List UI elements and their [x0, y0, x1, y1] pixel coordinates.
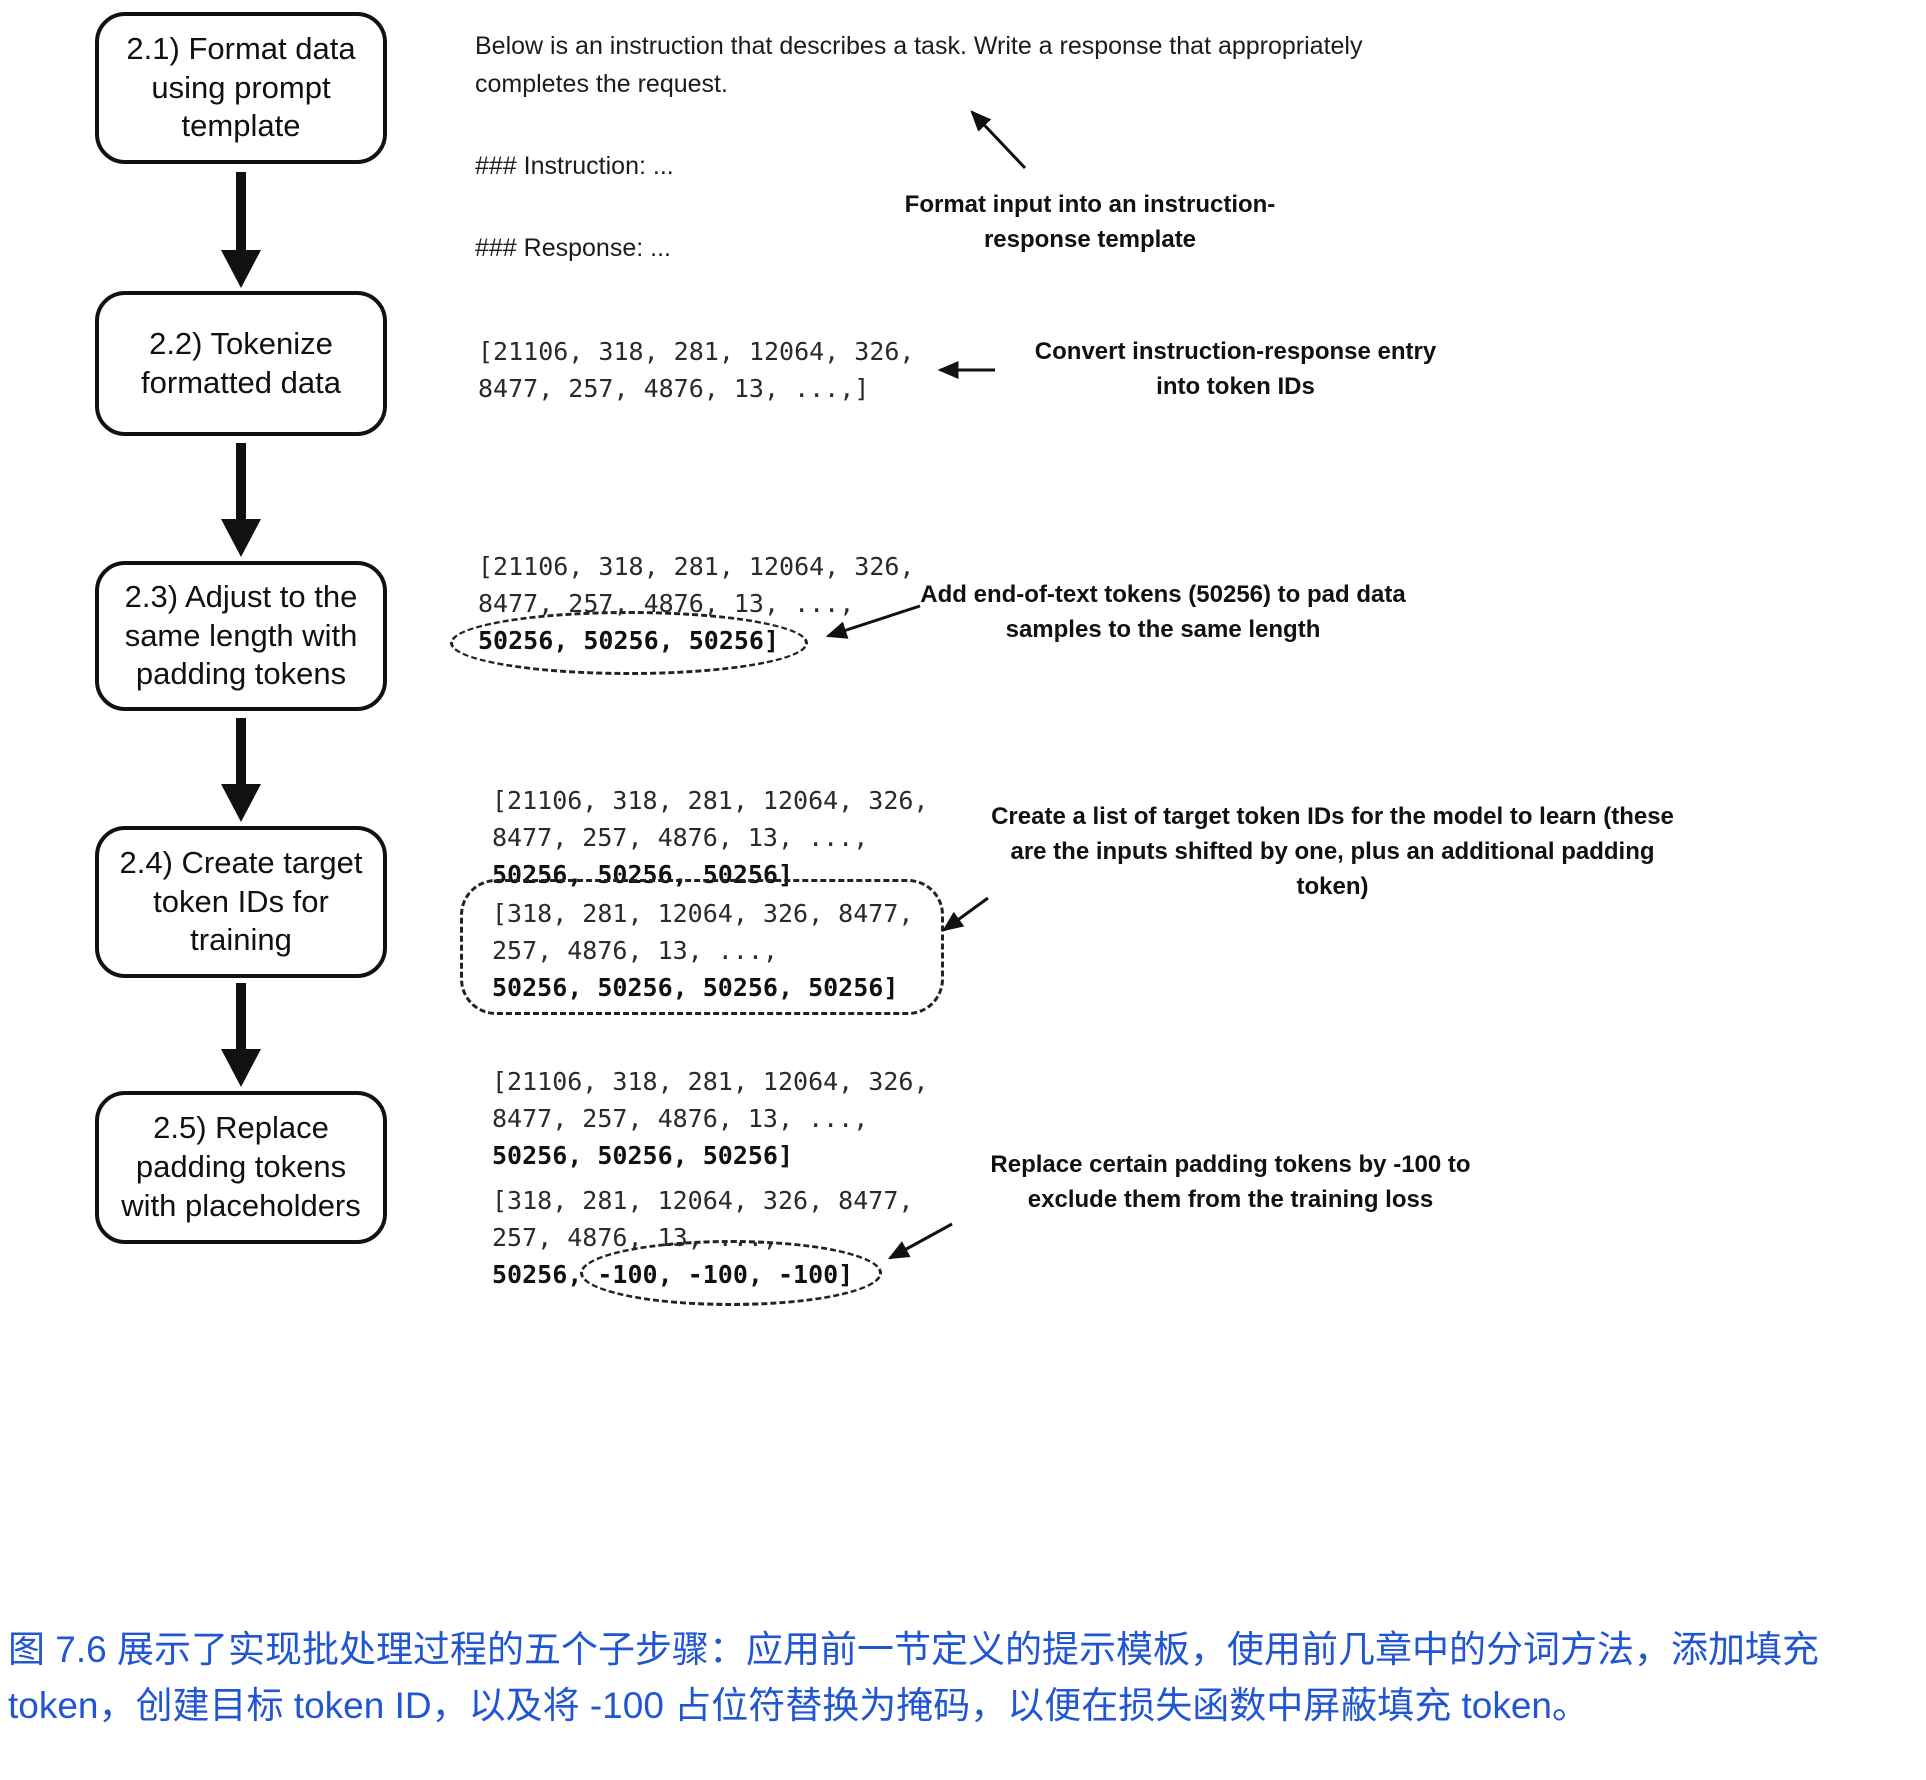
token-line: [21106, 318, 281, 12064, 326,	[492, 1067, 929, 1096]
token-list-targets-2-4: [318, 281, 12064, 326, 8477, 257, 4876, …	[492, 895, 913, 1006]
token-list-inputs-2-5: [21106, 318, 281, 12064, 326, 8477, 257,…	[492, 1063, 929, 1174]
flow-arrow-3-head	[221, 784, 261, 822]
step-label-2-5: 2.5) Replace padding tokens with placeho…	[121, 1110, 361, 1223]
token-list-targets-2-5: [318, 281, 12064, 326, 8477, 257, 4876, …	[492, 1182, 913, 1293]
token-line: [318, 281, 12064, 326, 8477,	[492, 899, 914, 928]
token-list-padded: [21106, 318, 281, 12064, 326, 8477, 257,…	[478, 548, 915, 659]
annotation-arrow-create-targets	[942, 896, 989, 932]
token-line: 257, 4876, 13, ...,	[492, 1223, 778, 1252]
token-line: 8477, 257, 4876, 13, ...,]	[478, 374, 870, 403]
flow-arrow-2-head	[221, 519, 261, 557]
token-line: 257, 4876, 13, ...,	[492, 936, 778, 965]
step-box-2-3: 2.3) Adjust to the same length with padd…	[95, 561, 387, 711]
instruction-line: ### Instruction: ...	[475, 152, 674, 180]
target-tokens-dashed-box	[460, 879, 944, 1015]
step-label-2-1: 2.1) Format data using prompt template	[126, 30, 356, 144]
token-list-tokenized: [21106, 318, 281, 12064, 326, 8477, 257,…	[478, 333, 915, 407]
token-seg-padding: 50256,	[492, 1260, 598, 1289]
token-line-masked: 50256, -100, -100, -100]	[492, 1256, 913, 1293]
token-line-padding: 50256, 50256, 50256, 50256]	[492, 973, 899, 1002]
step-label-2-3: 2.3) Adjust to the same length with padd…	[124, 578, 358, 692]
annotation-convert-token-ids: Convert instruction-response entry into …	[1034, 338, 1437, 400]
padding-tokens-ellipse	[450, 611, 808, 675]
token-line: [21106, 318, 281, 12064, 326,	[492, 786, 929, 815]
figure-caption: 图 7.6 展示了实现批处理过程的五个子步骤：应用前一节定义的提示模板，使用前几…	[8, 1629, 1819, 1727]
token-line: 8477, 257, 4876, 13, ...,	[492, 823, 869, 852]
token-line: 8477, 257, 4876, 13, ...,	[492, 1104, 869, 1133]
step-label-2-4: 2.4) Create target token IDs for trainin…	[119, 844, 363, 958]
prompt-template-text: Below is an instruction that describes a…	[475, 32, 1363, 98]
step-box-2-5: 2.5) Replace padding tokens with placeho…	[95, 1091, 387, 1244]
annotation-add-padding: Add end-of-text tokens (50256) to pad da…	[920, 581, 1406, 643]
token-seg-masked: -100, -100, -100]	[597, 1260, 854, 1289]
step-box-2-4: 2.4) Create target token IDs for trainin…	[95, 826, 387, 978]
step-label-2-2: 2.2) Tokenize formatted data	[141, 325, 341, 400]
token-line: [21106, 318, 281, 12064, 326,	[478, 552, 915, 581]
token-line-padding: 50256, 50256, 50256]	[478, 626, 780, 655]
token-line-padding: 50256, 50256, 50256]	[492, 860, 794, 889]
token-line-padding: 50256, 50256, 50256]	[492, 1141, 794, 1170]
token-line: [318, 281, 12064, 326, 8477,	[492, 1186, 914, 1215]
annotation-create-targets: Create a list of target token IDs for th…	[991, 803, 1674, 900]
annotation-format-template: Format input into an instruction-respons…	[904, 191, 1276, 253]
flow-arrow-1-head	[221, 250, 261, 288]
step-box-2-2: 2.2) Tokenize formatted data	[95, 291, 387, 436]
token-line: 8477, 257, 4876, 13, ...,	[478, 589, 855, 618]
step-box-2-1: 2.1) Format data using prompt template	[95, 12, 387, 164]
masked-tokens-ellipse	[580, 1240, 882, 1306]
annotation-arrow-format-template	[970, 110, 1027, 170]
response-line: ### Response: ...	[475, 234, 671, 262]
token-line: [21106, 318, 281, 12064, 326,	[478, 337, 915, 366]
token-list-inputs-2-4: [21106, 318, 281, 12064, 326, 8477, 257,…	[492, 782, 929, 893]
flow-arrow-4-head	[221, 1049, 261, 1087]
annotation-replace-padding: Replace certain padding tokens by -100 t…	[990, 1151, 1471, 1213]
